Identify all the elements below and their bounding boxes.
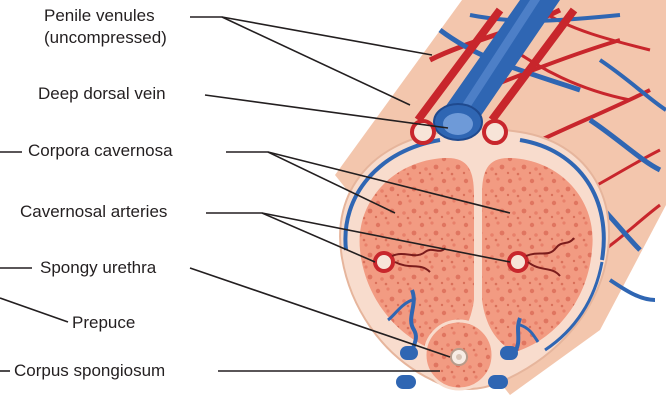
- label-penile-venules: Penile venules: [44, 6, 155, 26]
- label-spongy-urethra: Spongy urethra: [40, 258, 156, 278]
- label-prepuce: Prepuce: [72, 313, 135, 333]
- leader-prepuce: [0, 298, 68, 322]
- label-corpora-cavernosa: Corpora cavernosa: [28, 141, 173, 161]
- label-deep-dorsal-vein: Deep dorsal vein: [38, 84, 166, 104]
- label-cavernosal-arteries: Cavernosal arteries: [20, 202, 167, 222]
- label-penile-venules-sub: (uncompressed): [44, 28, 167, 48]
- label-corpus-spongiosum: Corpus spongiosum: [14, 361, 165, 381]
- leader-penile-venules-a: [190, 17, 432, 55]
- leader-penile-venules-b: [222, 17, 410, 105]
